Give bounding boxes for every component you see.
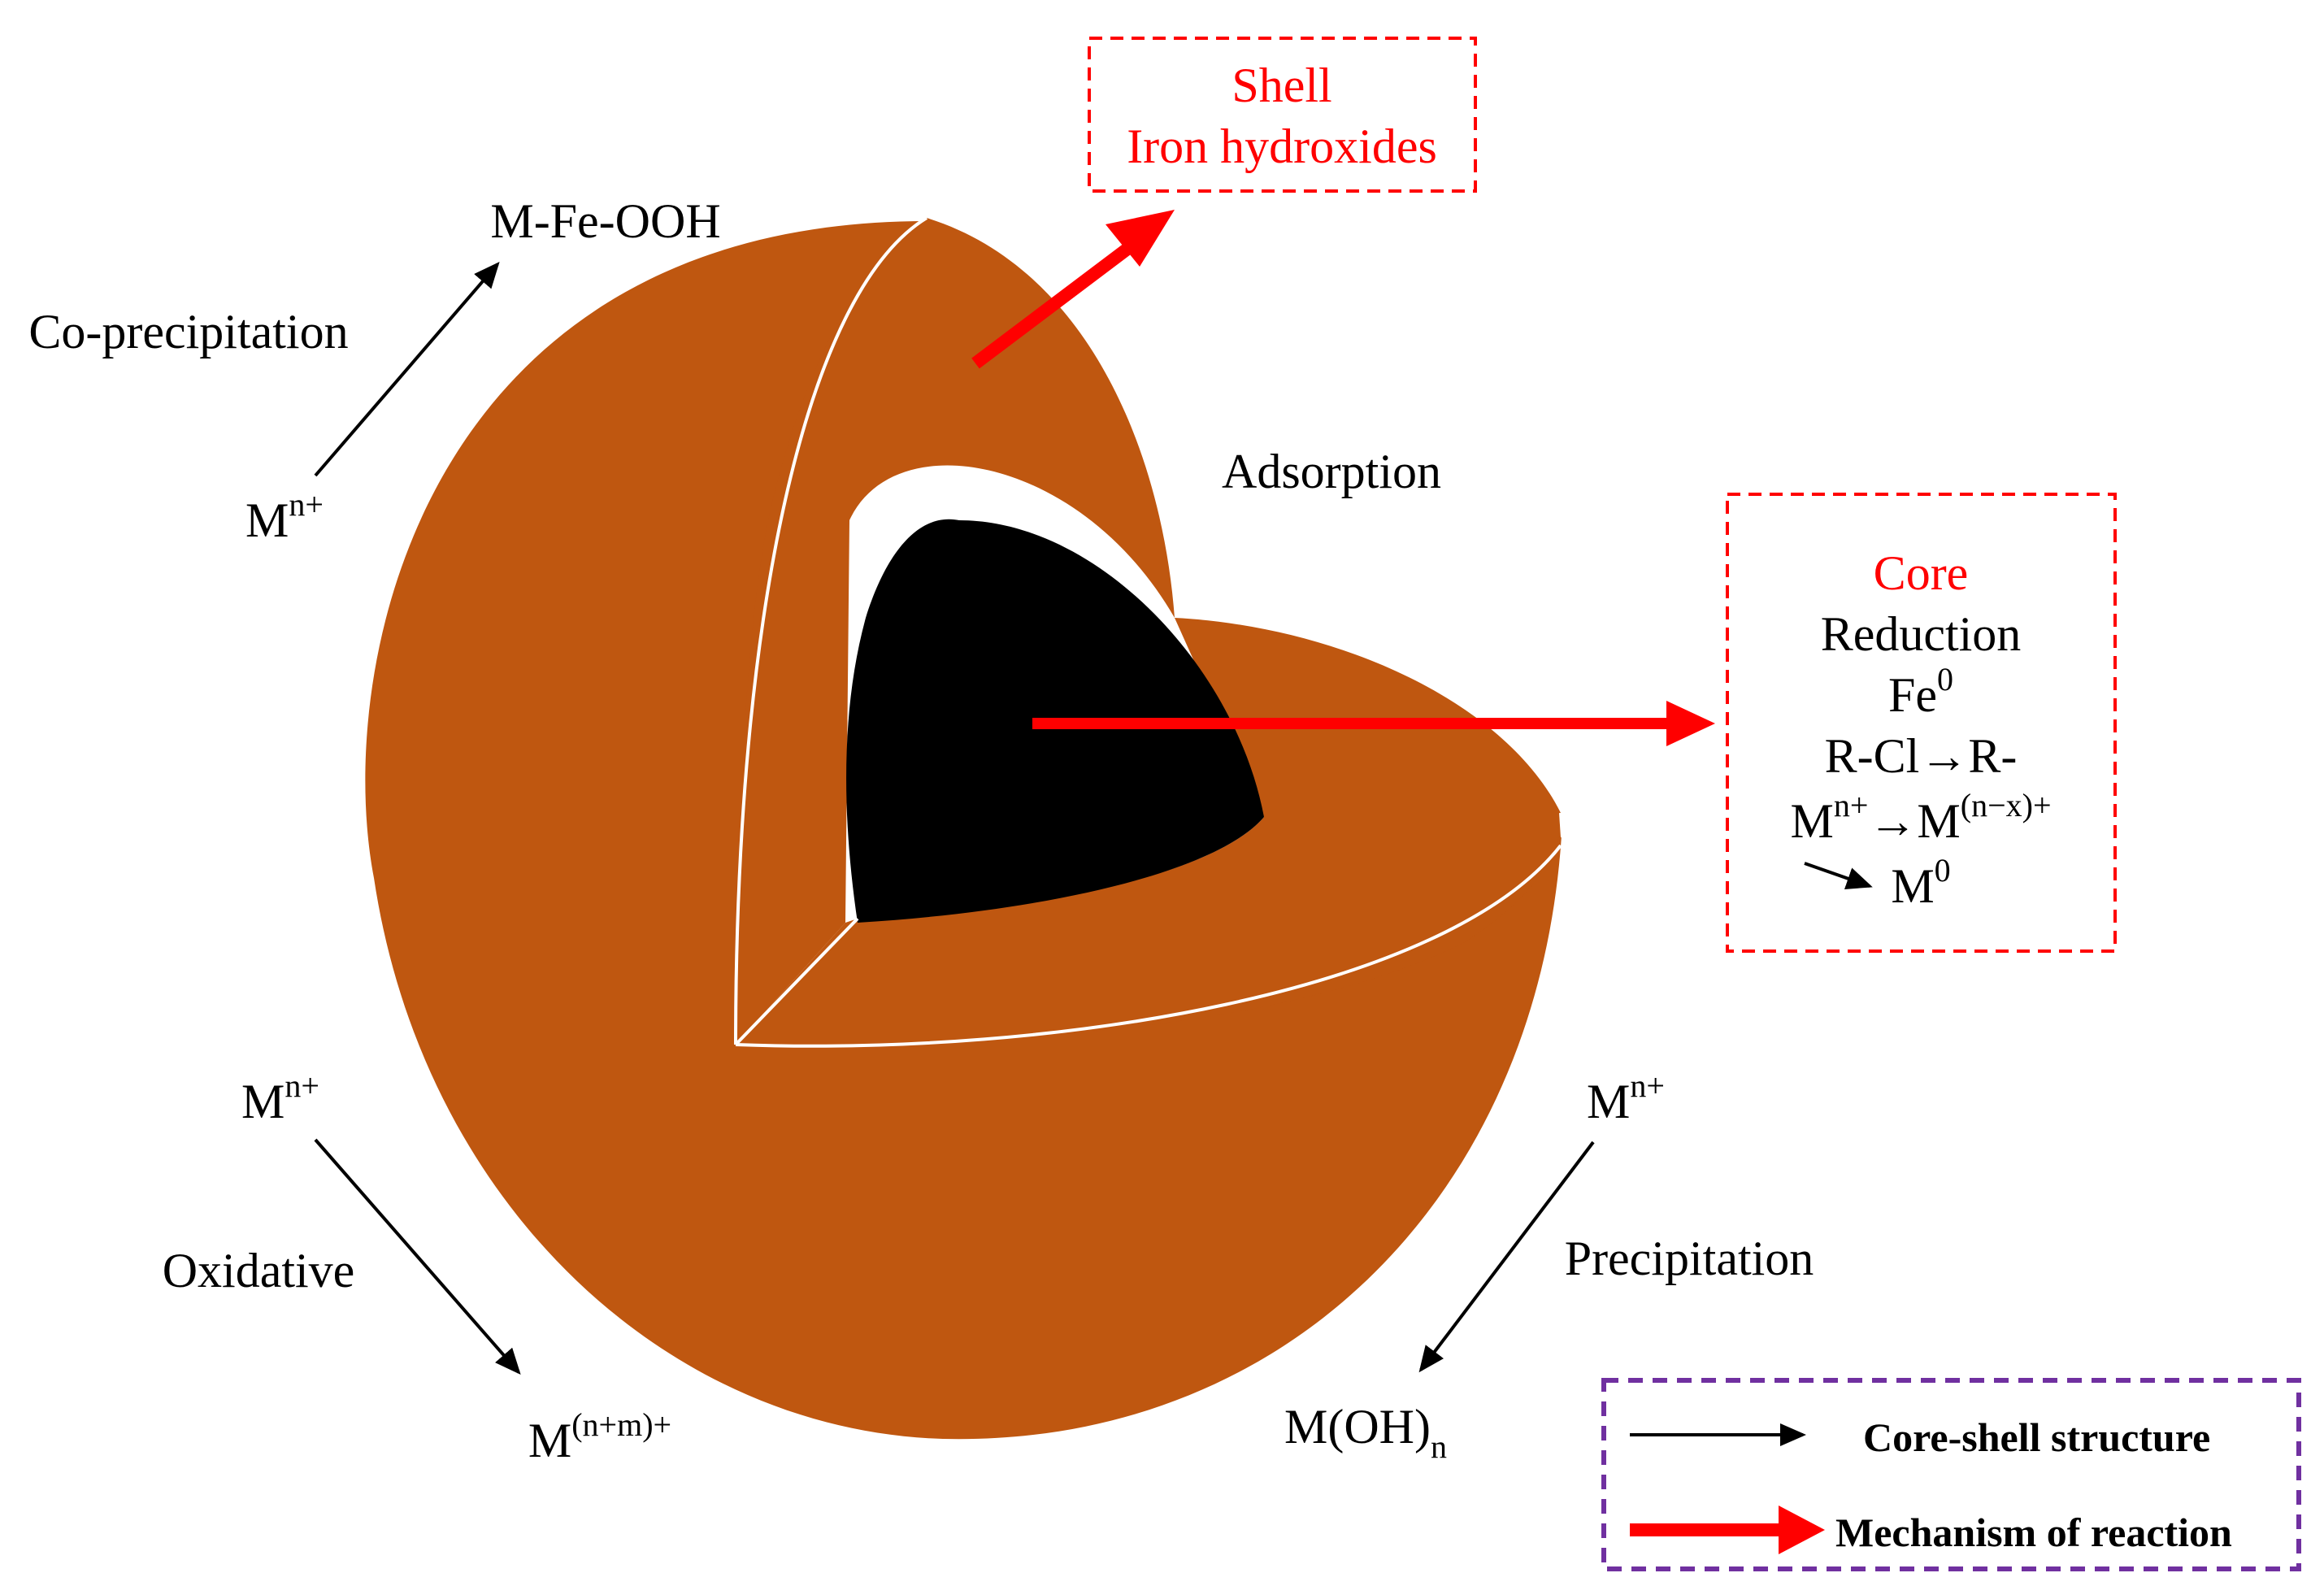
legend-item-mechanism: Mechanism of reaction [1630, 1506, 2232, 1555]
core-arrow-head [1666, 701, 1715, 746]
oxidative-arrow [314, 1138, 521, 1375]
core-title: Core [1874, 546, 1969, 600]
shell-mechanism-arrow [971, 238, 1138, 369]
legend-label-mechanism: Mechanism of reaction [1835, 1510, 2232, 1555]
co-product-label: M-Fe-OOH [490, 194, 720, 248]
precipitation-label: Precipitation [1565, 1232, 1814, 1285]
legend-red-arrow-head [1779, 1506, 1825, 1554]
core-dechlorination-label: R-Cl→R- [1825, 729, 2018, 783]
adsorption-label: Adsorption [1222, 445, 1441, 498]
legend-box [1601, 1378, 2301, 1571]
pr-product-label: M(OH)n [1284, 1400, 1447, 1465]
core-callout-box [1726, 493, 2117, 953]
shell-title: Shell [1232, 59, 1331, 112]
ox-product-label: M(n+m)+ [528, 1406, 671, 1467]
shell-arrow-head [1106, 210, 1175, 267]
core-reduction-label: Reduction [1821, 607, 2022, 661]
co-precipitation-arrow [314, 261, 500, 477]
core-m0-label: M0 [1891, 852, 1950, 913]
legend-label-core-shell: Core-shell structure [1863, 1414, 2210, 1460]
shell-subtitle: Iron hydroxides [1127, 119, 1437, 173]
shell-vertical-cut-face [736, 218, 1175, 1045]
shell-callout-box [1088, 37, 1477, 193]
nanoparticle-sphere [365, 216, 1564, 1440]
oxidative-label: Oxidative [163, 1244, 355, 1297]
precipitation-arrow [1418, 1141, 1595, 1373]
pr-reactant-label: Mn+ [1587, 1067, 1665, 1128]
core-fe0-label: Fe0 [1888, 661, 1953, 722]
core-metal-reduction-label: Mn+→M(n−x)+ [1790, 787, 2051, 848]
legend-item-core-shell: Core-shell structure [1630, 1414, 2210, 1460]
ox-reactant-label: Mn+ [241, 1067, 319, 1128]
co-reactant-label: Mn+ [245, 486, 324, 547]
shell-outer-surface [365, 221, 1562, 1440]
cut-edge-lines [734, 216, 1564, 1048]
co-precipitation-label: Co-precipitation [28, 305, 348, 358]
legend: Core-shell structure Mechanism of reacti… [1601, 1378, 2301, 1571]
core-small-arrow [1804, 862, 1873, 889]
